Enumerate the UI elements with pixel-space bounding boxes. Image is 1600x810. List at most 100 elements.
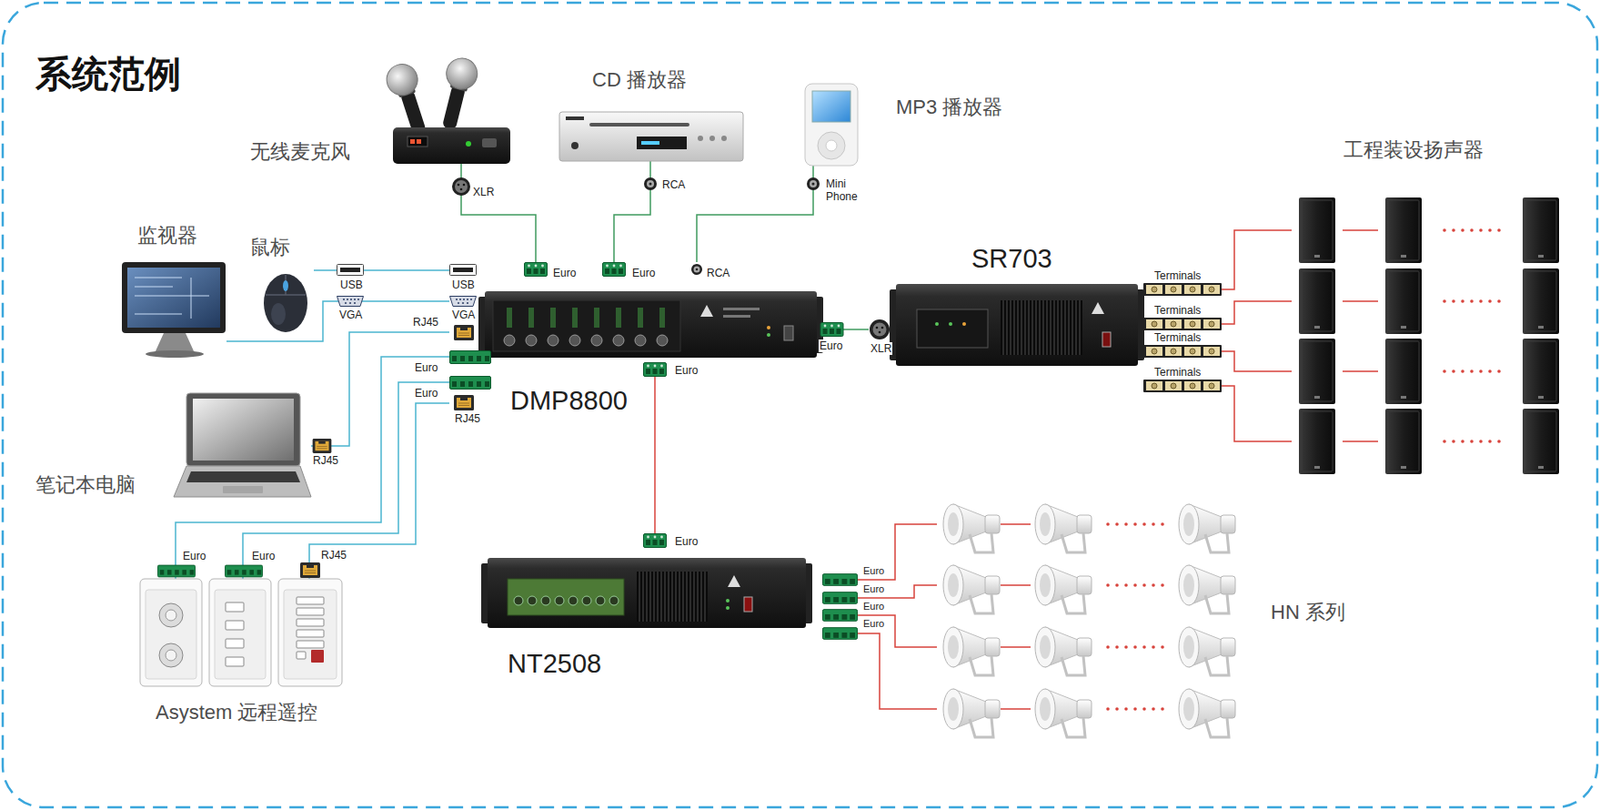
- nt2508-illustration: [541, 595, 551, 605]
- device-label: 工程装设扬声器: [1343, 138, 1484, 162]
- port-label: XLR: [869, 342, 893, 355]
- speaker-illustration: [1342, 230, 1379, 442]
- speaker-illustration: [1298, 197, 1336, 263]
- connector-port: [524, 262, 548, 277]
- continuation-dots: [1497, 369, 1501, 373]
- nt2508-illustration: [636, 571, 708, 622]
- wire-stub: [654, 376, 656, 409]
- connector-port: [1143, 379, 1222, 393]
- connector-port: [337, 264, 364, 276]
- microphone-illustration: [482, 138, 497, 148]
- horn-speaker-illustration: [943, 503, 1000, 553]
- remote-panel-illustration: [296, 640, 324, 648]
- mp3-player-illustration: [812, 90, 851, 122]
- port-label: Euro: [251, 549, 276, 563]
- port-label: VGA: [338, 308, 363, 322]
- dmp8800-illustration: [591, 334, 603, 346]
- continuation-dots: [1142, 583, 1147, 587]
- port-label: RJ45: [412, 315, 440, 329]
- microphone-illustration: [382, 54, 511, 164]
- microphone-illustration: [382, 60, 423, 100]
- connector-port: [644, 362, 667, 377]
- port-label: Euro: [413, 361, 439, 374]
- monitor-illustration: [154, 332, 195, 353]
- continuation-dots: [1469, 299, 1474, 303]
- nt2508-illustration: [554, 595, 564, 605]
- dmp8800-illustration: [547, 334, 559, 346]
- monitor-illustration: [145, 350, 204, 358]
- connector-port: [157, 564, 195, 577]
- cd-player-illustration: [697, 135, 704, 141]
- dmp8800-illustration: [659, 307, 665, 328]
- connector-port: [450, 351, 492, 364]
- continuation-dots: [1497, 228, 1501, 232]
- dmp8800-illustration: [503, 334, 515, 346]
- continuation-dots: [1142, 644, 1147, 649]
- connector-port: [337, 296, 364, 307]
- microphone-illustration: [432, 54, 481, 132]
- connector-port: [1143, 344, 1222, 358]
- speaker-illustration: [1298, 268, 1336, 334]
- mp3-player-illustration: [825, 140, 837, 151]
- connector-port: [452, 177, 471, 196]
- remote-panel-illustration: [209, 578, 272, 686]
- continuation-dots: [1442, 439, 1447, 443]
- continuation-dots: [1106, 583, 1110, 587]
- speaker-illustration: [1298, 408, 1336, 474]
- connector-port: [300, 562, 321, 578]
- connector-port: [450, 376, 492, 390]
- sr703-illustration: [935, 322, 939, 326]
- monitor-illustration: [121, 261, 226, 333]
- sr703-illustration: [889, 283, 1145, 366]
- nt2508-illustration: [487, 557, 806, 628]
- microphone-illustration: [442, 84, 466, 131]
- horn-speaker-illustration: [1178, 564, 1236, 614]
- remote-panel-illustration: [283, 589, 337, 679]
- remote-panel-illustration: [145, 589, 197, 679]
- connector-port: [649, 182, 653, 186]
- continuation-dots: [1106, 644, 1110, 649]
- port-label: Euro: [631, 266, 656, 280]
- connector-port: [869, 319, 890, 340]
- device-label: 笔记本电脑: [35, 472, 136, 496]
- connector-port: [646, 180, 655, 188]
- dmp8800-illustration: [478, 291, 824, 358]
- horn-speaker-illustration: [943, 503, 1236, 737]
- remote-panel-illustration: [296, 618, 324, 626]
- device-label: 监视器: [137, 223, 198, 247]
- cd-player-illustration: [709, 135, 715, 141]
- connector-port: [454, 180, 468, 193]
- sr703-illustration: [962, 322, 967, 326]
- dmp8800-illustration: [634, 334, 646, 346]
- model-label: SR703: [971, 243, 1053, 274]
- mouse-illustration: [263, 273, 308, 333]
- remote-panel-illustration: [225, 656, 244, 666]
- continuation-dots: [1451, 439, 1456, 443]
- port-label: RJ45: [320, 548, 348, 562]
- connector-port: [460, 188, 463, 192]
- horn-speaker-illustration: [1035, 688, 1092, 737]
- device-node: MP3 播放器: [801, 83, 858, 166]
- port-label: Euro: [862, 583, 886, 594]
- mouse-illustration: [282, 280, 289, 292]
- dmp8800-illustration: [615, 307, 622, 328]
- horn-speaker-illustration: [1000, 523, 1031, 709]
- device-label: HN 系列: [1270, 600, 1346, 624]
- port-label: RJ45: [453, 412, 482, 425]
- cd-player-illustration: [589, 122, 690, 127]
- continuation-dots: [1106, 706, 1110, 711]
- continuation-dots: [1133, 522, 1138, 526]
- speaker-illustration: [1385, 408, 1422, 474]
- dmp8800-illustration: [766, 332, 771, 337]
- continuation-dots: [1160, 706, 1165, 711]
- connector-port: [450, 264, 477, 276]
- diagram-title: 系统范例: [35, 52, 182, 95]
- remote-panel-illustration: [140, 578, 202, 686]
- continuation-dots: [1160, 522, 1165, 526]
- port-label: Euro: [862, 600, 886, 612]
- horn-speaker-illustration: [1178, 626, 1236, 675]
- sr703-illustration: [1102, 332, 1111, 347]
- wire-connector: [857, 614, 937, 647]
